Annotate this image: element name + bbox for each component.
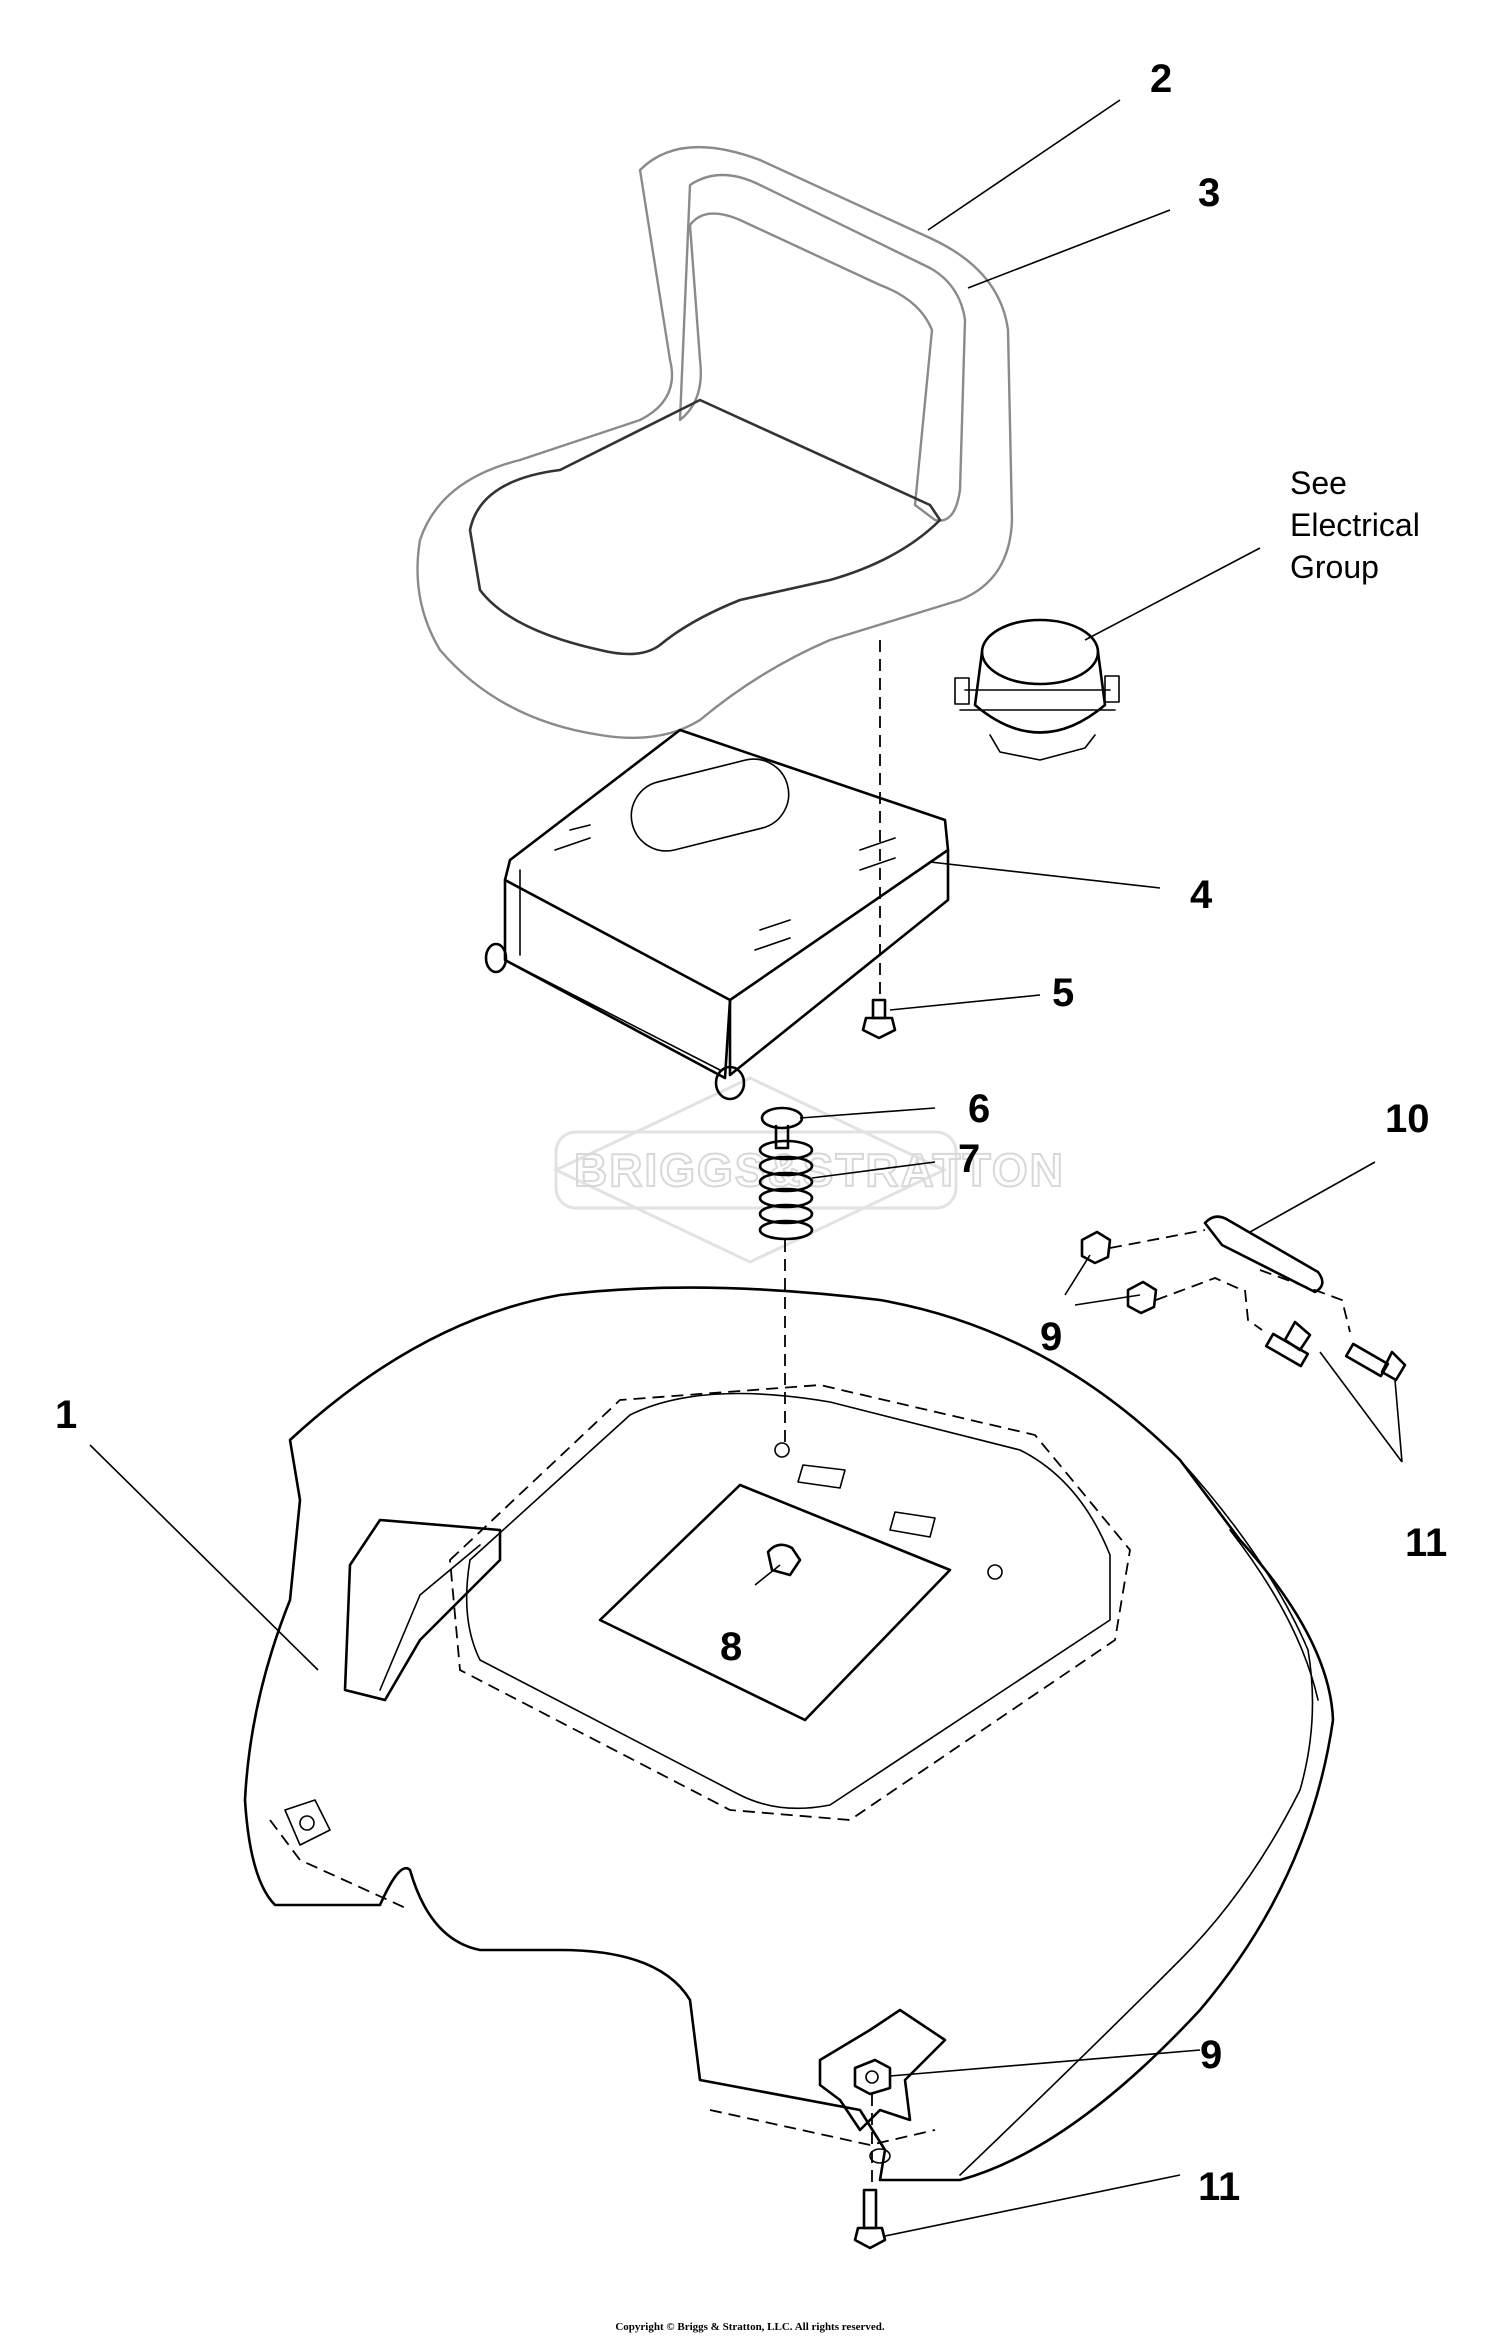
callout-5: 5 (1052, 971, 1074, 1015)
bolt-5 (861, 998, 897, 1040)
callout-2: 2 (1150, 57, 1172, 101)
callout-8: 8 (720, 1625, 742, 1669)
callout-11-lower: 11 (1198, 2165, 1240, 2209)
leader-lines (89, 99, 1403, 2237)
callout-11-upper: 11 (1405, 1521, 1447, 1565)
bracket-10-assembly (1080, 1215, 1407, 1382)
watermark-logo: BRIGGS&STRATTON (552, 1076, 1065, 1264)
note-line-1: See (1290, 465, 1347, 501)
spring-7 (758, 1139, 814, 1241)
note-line-3: Group (1290, 549, 1379, 585)
callout-4: 4 (1190, 873, 1213, 917)
callout-9-lower: 9 (1200, 2033, 1222, 2077)
note-line-2: Electrical (1290, 507, 1420, 543)
callout-3: 3 (1198, 171, 1220, 215)
callout-10: 10 (1385, 1097, 1430, 1141)
seat-bracket (484, 728, 950, 1101)
callout-7: 7 (958, 1137, 980, 1181)
nut-9-lower (853, 2058, 892, 2096)
fender-deck (243, 1286, 1335, 2182)
callout-9-upper: 9 (1040, 1315, 1062, 1359)
copyright-text: Copyright © Briggs & Stratton, LLC. All … (615, 2321, 885, 2333)
bolt-11-lower (853, 2188, 887, 2250)
seat (416, 145, 1014, 740)
callout-6: 6 (968, 1087, 990, 1131)
callout-1: 1 (55, 1393, 77, 1437)
seat-switch (954, 618, 1120, 761)
watermark-text: BRIGGS&STRATTON (574, 1144, 1065, 1196)
